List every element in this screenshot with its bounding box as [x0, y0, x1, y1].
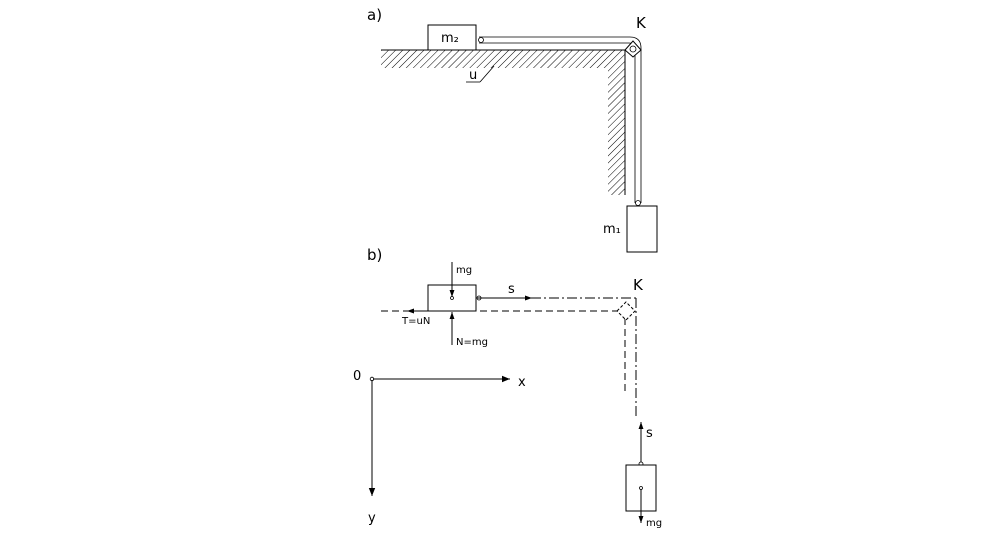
origin-label: 0: [353, 369, 361, 384]
center-point-top: [450, 296, 454, 300]
tension-label-vertical: s: [646, 426, 653, 441]
normal-force-label: N=mg: [456, 337, 488, 348]
part-a: a) u K m₂ m₁: [367, 6, 658, 253]
pulley-k-b: [616, 301, 636, 321]
pulley-k-b-label: K: [633, 276, 644, 294]
pulley-k: [624, 40, 642, 58]
block-top-label: m₂: [441, 31, 459, 46]
friction-force-label: T=uN: [401, 316, 430, 327]
block-hanging-label: m₁: [603, 222, 621, 237]
block-hanging: [626, 205, 658, 253]
gravity-label-bottom: mg: [646, 518, 662, 529]
x-axis-label: x: [518, 375, 526, 390]
block-top: [427, 24, 477, 51]
coordinate-axes: 0 x y: [353, 369, 526, 526]
y-axis-label: y: [368, 511, 376, 526]
gravity-label-top: mg: [456, 265, 472, 276]
friction-label: u: [469, 68, 477, 83]
tension-label-horizontal: s: [508, 282, 515, 297]
part-b: b) K mg N=mg T=uN s s mg: [367, 246, 662, 529]
ground-surface: [381, 49, 626, 195]
pulley-k-label: K: [636, 14, 647, 32]
friction-marker: u: [466, 65, 495, 83]
part-b-label: b): [367, 246, 382, 264]
part-a-label: a): [367, 6, 382, 24]
